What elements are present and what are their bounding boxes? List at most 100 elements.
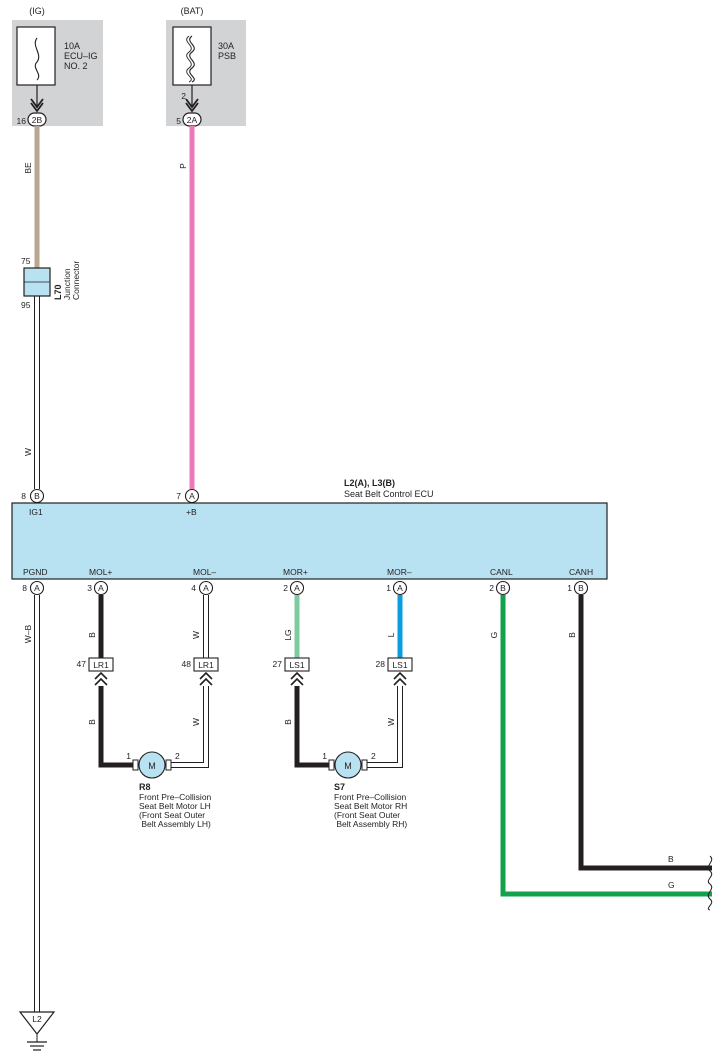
motor-s7-pin-left: 1 [322,751,327,761]
motor-r8-name-4: Belt Assembly LH) [139,819,211,829]
motor-r8: 1 2 M R8 Front Pre–Collision Seat Belt M… [126,751,211,829]
junction-pin-out: 95 [21,300,31,310]
wire-motor-rh-w [366,686,403,768]
motor-s7-ref: S7 [334,782,345,792]
ecu-pin-mol-minus: 4 [191,583,196,593]
ecu-bottom-terminals: 8 A 3 A 4 A 2 A 1 A 2 B 1 B [22,580,589,596]
ecu-label-canh: CANH [569,567,593,577]
connector-arrow-icon [393,671,407,686]
ecu-pin-mor-minus: 1 [386,583,391,593]
junction-name-line1: Junction [62,268,72,300]
ecu-label-mor-minus: MOR– [387,567,412,577]
wire-canh-b [578,595,712,871]
ecu-terminal-mor-plus [289,580,305,596]
fuse-ig-element-icon [34,37,40,81]
ecu-top-terminal-b [184,488,200,504]
bat-pin: 5 [176,116,181,126]
wire-motor-rh-b-label: B [283,719,293,725]
ecu-pin-canh: 1 [567,583,572,593]
wire-w-label: W [23,448,33,456]
wire-motor-rh-b [294,686,330,768]
wire-wb-label: W–B [23,624,33,643]
motor-s7-name-4: Belt Assembly RH) [334,819,407,829]
wire-motor-lh-b [98,686,134,768]
ecu-label-mor-plus: MOR+ [283,567,308,577]
seat-belt-control-ecu: L2(A), L3(B) Seat Belt Control ECU 8 B I… [11,478,608,580]
ecu-terminal-mor-minus [392,580,408,596]
wire-canl-end-label: G [668,880,675,890]
inline-box-ls1-27 [284,657,310,672]
ecu-top-conn-b: A [189,491,195,501]
wire-be-label: BE [23,162,33,174]
motor-s7-pin-right: 2 [371,751,376,761]
wire-motor-lh-w-label: W [191,718,201,726]
wire-motor-rh-w-label: W [386,718,396,726]
ground-l2: L2 [18,1011,56,1051]
wire-mor-minus-label: L [386,632,396,637]
inline-box-ls1-28 [387,657,413,672]
motor-r8-symbol: M [148,761,156,771]
motor-s7-name-1: Front Pre–Collision [334,792,407,802]
ecu-pin-mol-plus: 3 [87,583,92,593]
fuse-bat-group: (BAT) 30A PSB 2 5 2A [166,6,246,127]
motor-s7-name-2: Seat Belt Motor RH [334,801,407,811]
ecu-conn-mor-plus: A [294,583,300,593]
wire-w-ig1 [34,296,40,489]
inline-label-lr1-48: LR1 [198,660,214,670]
bat-connector-label: 2A [187,115,198,125]
connector-arrow-icon [94,671,108,686]
ecu-pin-mor-plus: 2 [283,583,288,593]
ecu-terminal-canl [495,580,511,596]
wire-break-icon [707,855,713,911]
motor-s7-name-3: (Front Seat Outer [334,810,400,820]
inline-label-ls1-27: LS1 [289,660,304,670]
ground-triangle-icon [18,1011,56,1035]
wire-p-label: P [178,163,188,169]
ecu-name: Seat Belt Control ECU [344,489,434,499]
fuse-ig-rating: 10A [64,41,80,51]
junction-name-line2: Connector [71,261,81,300]
wire-canl-g [500,595,712,897]
bat-supply-label: (BAT) [181,6,204,16]
inline-pin-48: 48 [182,659,192,669]
inline-connector-ls1-28: 28 LS1 [376,657,413,686]
ecu-label-pgnd: PGND [23,567,48,577]
ecu-top-terminal-ig1 [29,488,45,504]
motor-r8-pin-left: 1 [126,751,131,761]
ecu-terminal-mol-minus [198,580,214,596]
ecu-conn-mol-plus: A [98,583,104,593]
inline-connector-lr1-47: 47 LR1 [77,657,114,686]
ig-connector-label: 2B [32,115,43,125]
wire-canh-end-label: B [668,854,674,864]
fuse-bat-element-icon [189,35,195,83]
fuse-ig-name-line2: NO. 2 [64,61,88,71]
inline-label-lr1-47: LR1 [93,660,109,670]
ecu-pin-pgnd: 8 [22,583,27,593]
junction-pin-in: 75 [21,256,31,266]
fuse-bat-arrow-icon [185,98,199,109]
wire-canl-label: G [489,632,499,639]
inline-label-ls1-28: LS1 [392,660,407,670]
fuse-bat-name: PSB [218,51,236,61]
ecu-conn-canl: B [500,583,506,593]
inline-pin-47: 47 [77,659,87,669]
ig-pin: 16 [17,116,27,126]
inline-connector-lr1-48: 48 LR1 [182,657,219,686]
ecu-terminal-canh [573,580,589,596]
ig-supply-label: (IG) [29,6,45,16]
connector-arrow-icon [290,671,304,686]
motor-icon [334,751,362,779]
wire-wb-pgnd [34,595,40,1012]
ecu-label-canl: CANL [490,567,513,577]
fuse-bat-pin: 2 [181,91,186,101]
fuse-ig-name-line1: ECU–IG [64,51,98,61]
ecu-conn-pgnd: A [34,583,40,593]
fuse-ig-arrow-icon [30,98,44,109]
ecu-label-mol-minus: MOL– [193,567,216,577]
wire-motor-lh-w [170,686,209,768]
ecu-pin-canl: 2 [489,583,494,593]
ground-label: L2 [32,1014,42,1024]
wire-mol-minus-w [203,595,209,659]
fuse-bat-rating: 30A [218,41,234,51]
